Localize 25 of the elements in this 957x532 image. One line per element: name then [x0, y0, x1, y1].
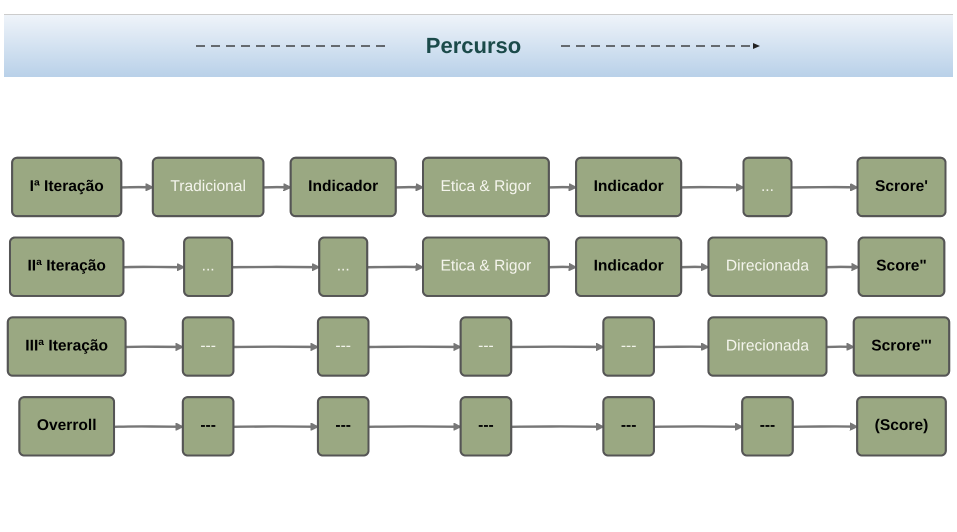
arrow — [512, 342, 604, 352]
arrow — [826, 342, 855, 351]
arrow — [126, 342, 184, 352]
arrow — [124, 262, 185, 272]
arrow — [793, 422, 858, 431]
arrow — [368, 422, 462, 431]
arrow — [549, 262, 577, 272]
title: Percurso — [426, 33, 522, 59]
arrow — [826, 262, 860, 272]
arrow — [234, 422, 319, 431]
arrow — [232, 262, 320, 272]
arrow — [654, 342, 710, 351]
arrow — [682, 262, 710, 272]
arrow — [368, 262, 424, 272]
arrow — [682, 182, 744, 192]
arrow — [396, 182, 424, 192]
arrow — [122, 182, 154, 192]
arrow — [234, 342, 319, 352]
arrow — [512, 422, 604, 431]
arrow — [368, 342, 462, 352]
arrow — [114, 422, 184, 431]
arrow — [549, 182, 577, 192]
arrow — [792, 182, 858, 192]
arrow — [654, 422, 744, 431]
arrow — [264, 182, 292, 192]
